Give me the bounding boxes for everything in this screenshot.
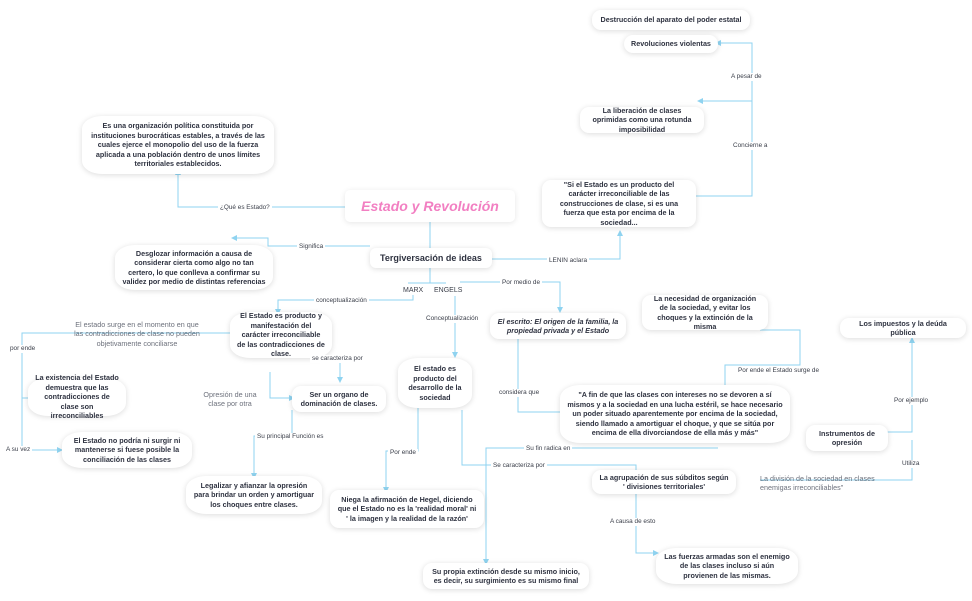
label-utiliza: Utiliza <box>900 460 922 468</box>
marx-label: MARX <box>403 287 424 294</box>
label-lenin: LENIN aclara <box>547 257 590 265</box>
node-no-podria[interactable]: El Estado no podría ni surgir ni mantene… <box>62 432 192 468</box>
node-liberacion[interactable]: La liberación de clases oprimidas como u… <box>580 106 704 134</box>
label-concierne: Concierne a <box>731 142 770 150</box>
label-considera: considera que <box>497 389 542 397</box>
node-impuestos[interactable]: Los impuestos y la deúda pública <box>840 318 966 338</box>
label-su-fin: Su fin radica en <box>524 445 573 453</box>
node-si-el-estado[interactable]: "Si el Estado es un producto del carácte… <box>542 180 696 227</box>
label-a-su-vez: A su vez <box>4 446 33 454</box>
node-escrito[interactable]: El escrito: El origen de la familia, la … <box>490 313 626 339</box>
label-por-ejemplo: Por ejemplo <box>892 397 931 405</box>
main-topic[interactable]: Tergiversación de ideas <box>370 248 492 268</box>
label-conceptualizacion-1: conceptualización <box>314 297 369 305</box>
node-fuerzas[interactable]: Las fuerzas armadas son el enemigo de la… <box>656 548 798 584</box>
node-extincion[interactable]: Su propia extinción desde su mismo inici… <box>423 563 589 589</box>
text-opresion: Opresión de una clase por otra <box>203 390 257 409</box>
label-significa: Significa <box>297 243 326 251</box>
label-se-caracteriza-2: Se caracteriza por <box>491 462 547 470</box>
node-niega[interactable]: Niega la afirmación de Hegel, diciendo q… <box>330 490 484 528</box>
node-existencia[interactable]: La existencia del Estado demuestra que l… <box>28 373 126 420</box>
node-organo[interactable]: Ser un organo de dominación de clases. <box>292 386 386 412</box>
node-necesidad[interactable]: La necesidad de organización de la socie… <box>642 294 768 331</box>
label-se-caracteriza: se caracteriza por <box>310 355 365 363</box>
label-por-ende: por ende <box>8 345 38 353</box>
node-a-fin[interactable]: "A fin de que las clases con intereses n… <box>560 385 790 443</box>
label-que-es: ¿Qué es Estado? <box>218 204 272 212</box>
text-division: La división de la sociedad en clases ene… <box>760 474 875 493</box>
node-revoluciones[interactable]: Revoluciones violentas <box>624 35 718 53</box>
node-legalizar[interactable]: Legalizar y afianzar la opresión para br… <box>186 476 322 514</box>
label-a-causa: A causa de esto <box>608 518 658 526</box>
label-por-ende-estado: Por ende el Estado surge de <box>736 367 822 375</box>
node-que-es-estado[interactable]: Es una organización política constituida… <box>82 116 274 174</box>
label-su-principal: Su principal Función es <box>255 433 326 441</box>
node-producto-manifestacion[interactable]: El Estado es producto y manifestación de… <box>230 311 332 358</box>
label-por-ende-2: Por ende <box>388 449 418 457</box>
text-surge: El estado surge en el momento en que las… <box>74 320 200 348</box>
node-instrumentos[interactable]: Instrumentos de opresión <box>806 425 888 451</box>
node-significa[interactable]: Desglozar información a causa de conside… <box>115 245 273 290</box>
node-producto-desarrollo[interactable]: El estado es producto del desarrollo de … <box>398 358 472 408</box>
label-por-medio: Por medio de <box>500 279 543 287</box>
engels-label: ENGELS <box>434 287 463 294</box>
node-agrupacion[interactable]: La agrupación de sus súbditos según ' di… <box>592 470 736 494</box>
node-destruccion[interactable]: Destrucción del aparato del poder estata… <box>592 10 750 30</box>
label-a-pesar: A pesar de <box>729 73 764 81</box>
map-title[interactable]: Estado y Revolución <box>345 190 515 222</box>
label-conceptualizacion-2: Conceptualización <box>424 315 481 323</box>
